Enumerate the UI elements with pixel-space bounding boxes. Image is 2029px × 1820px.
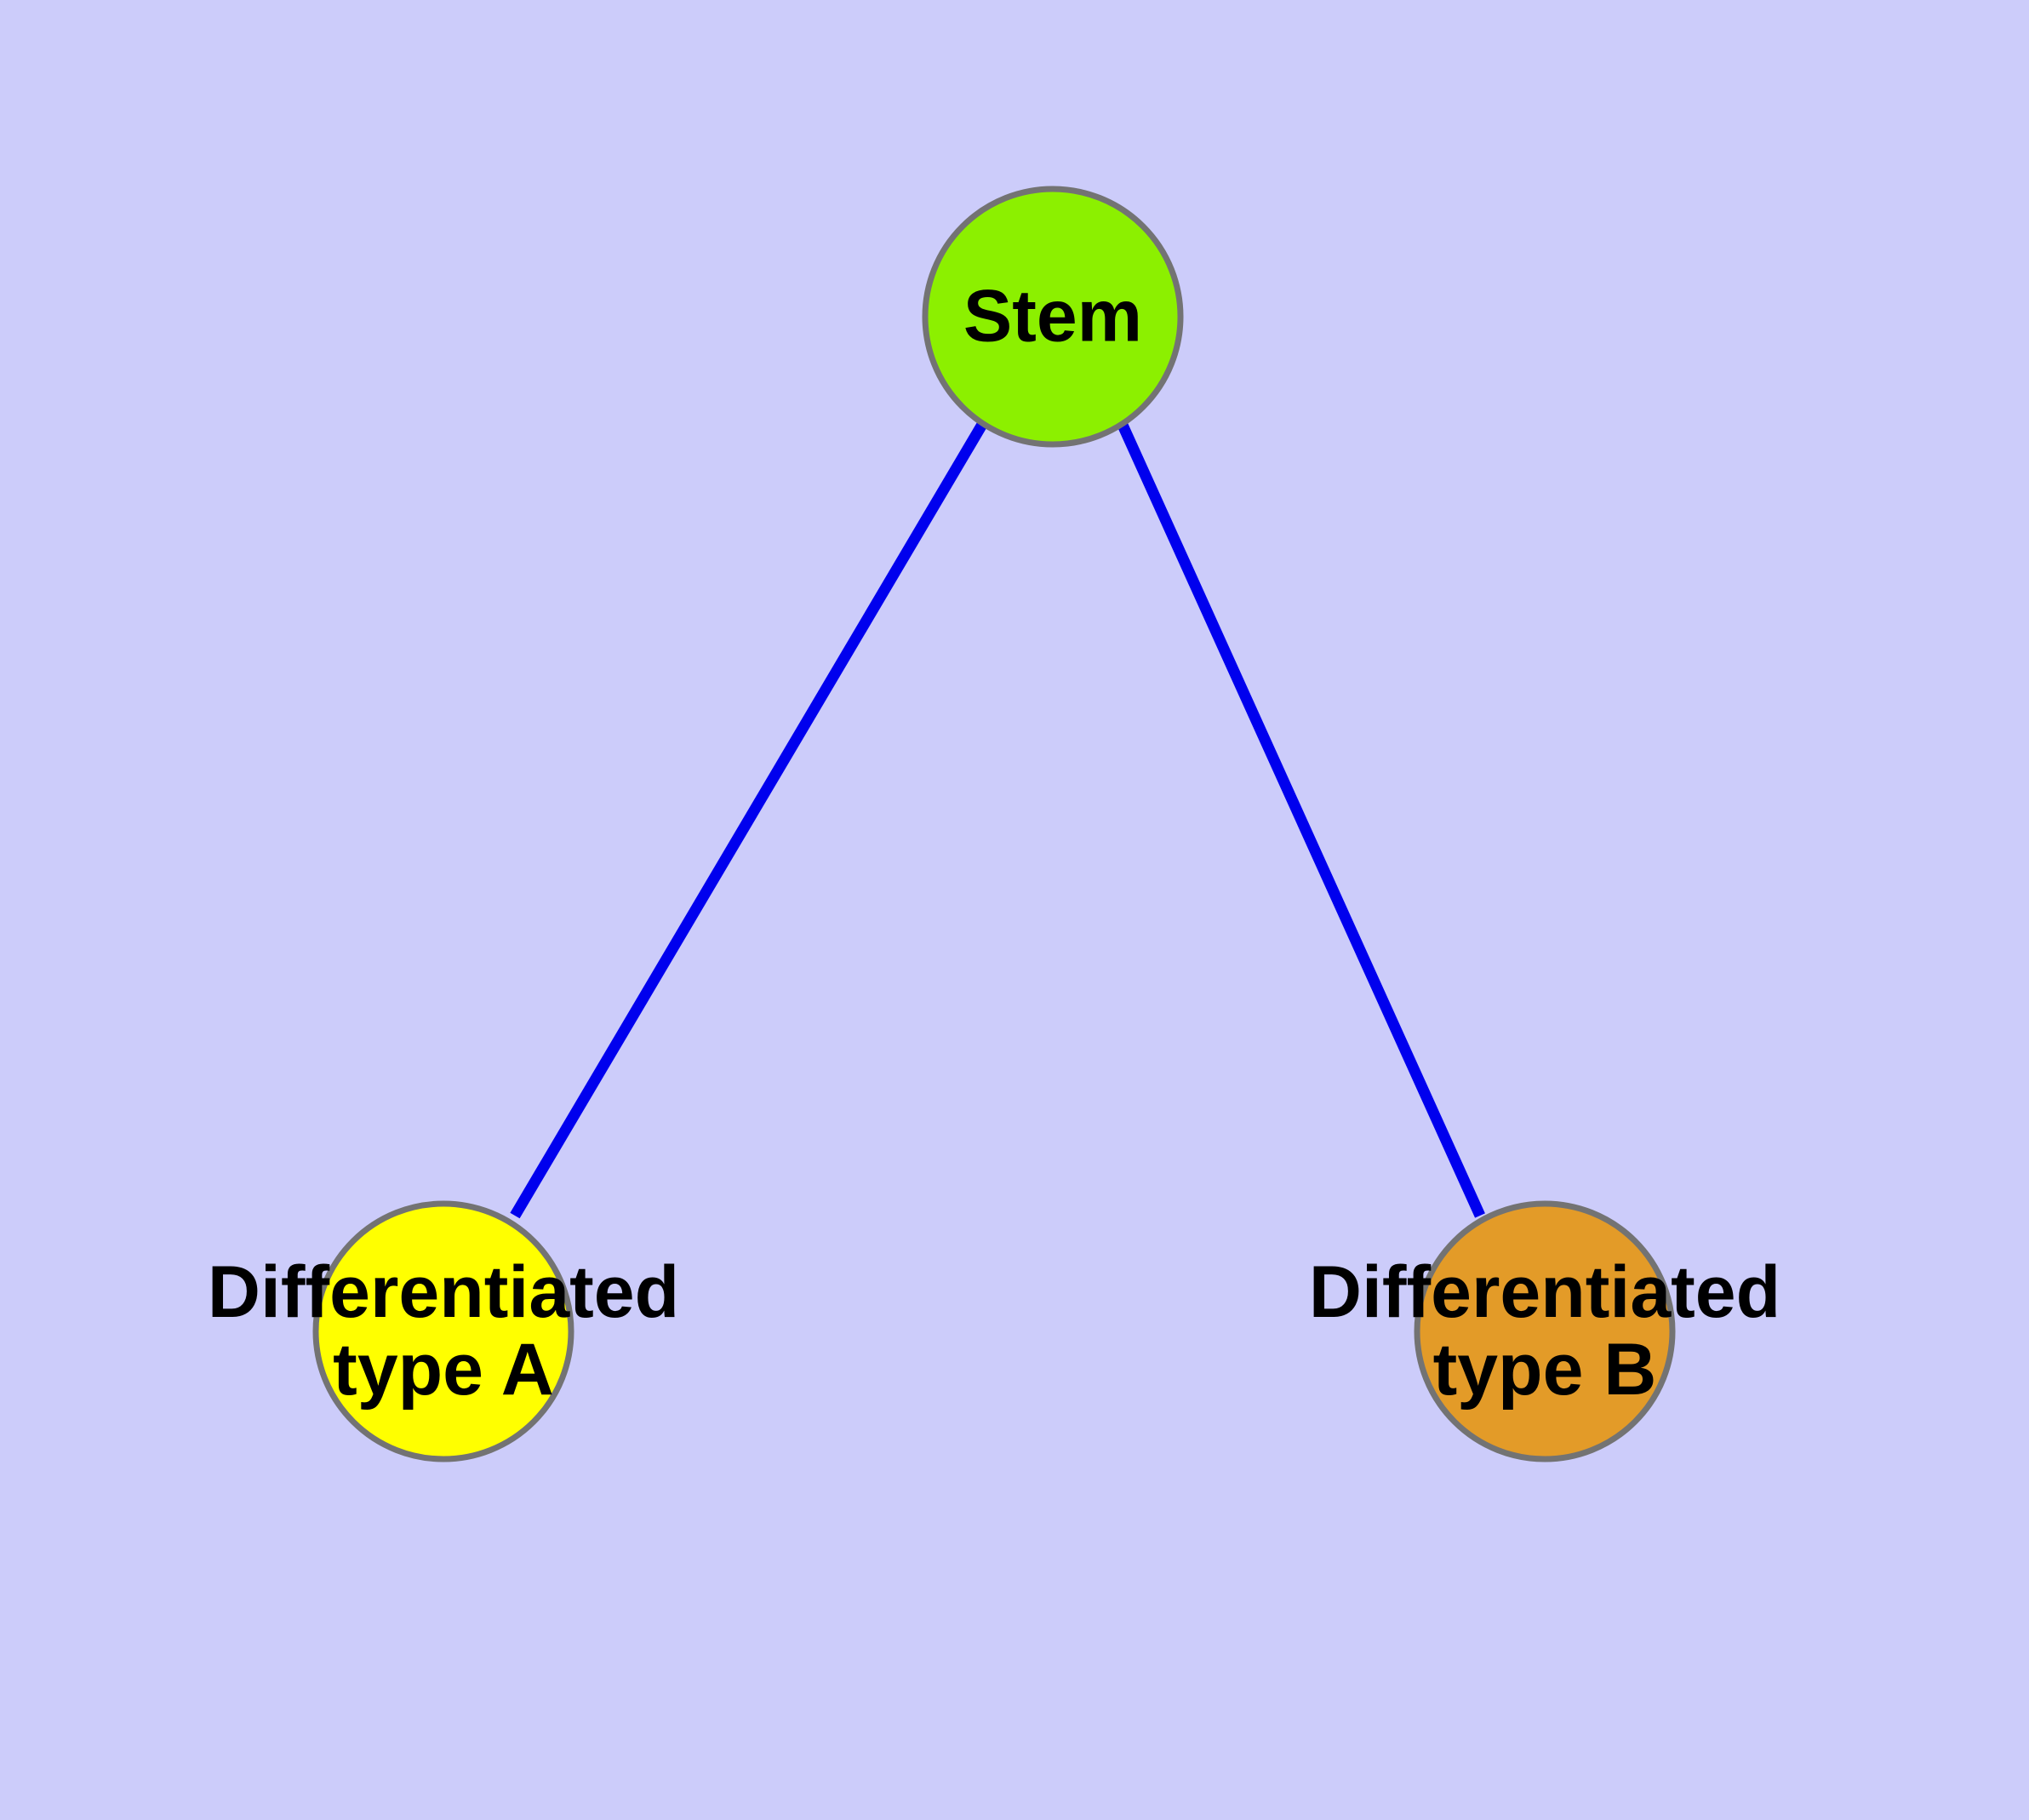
node-stem[interactable] xyxy=(922,186,1184,448)
nodes-group xyxy=(312,186,1676,1462)
node-differentiated-type-b[interactable] xyxy=(1414,1200,1676,1462)
edge-stem-to-differentiated-type-a[interactable] xyxy=(510,420,988,1219)
edges-group xyxy=(510,420,1485,1219)
edge-stem-to-differentiated-type-b[interactable] xyxy=(1117,421,1485,1218)
node-differentiated-type-a[interactable] xyxy=(312,1200,574,1462)
